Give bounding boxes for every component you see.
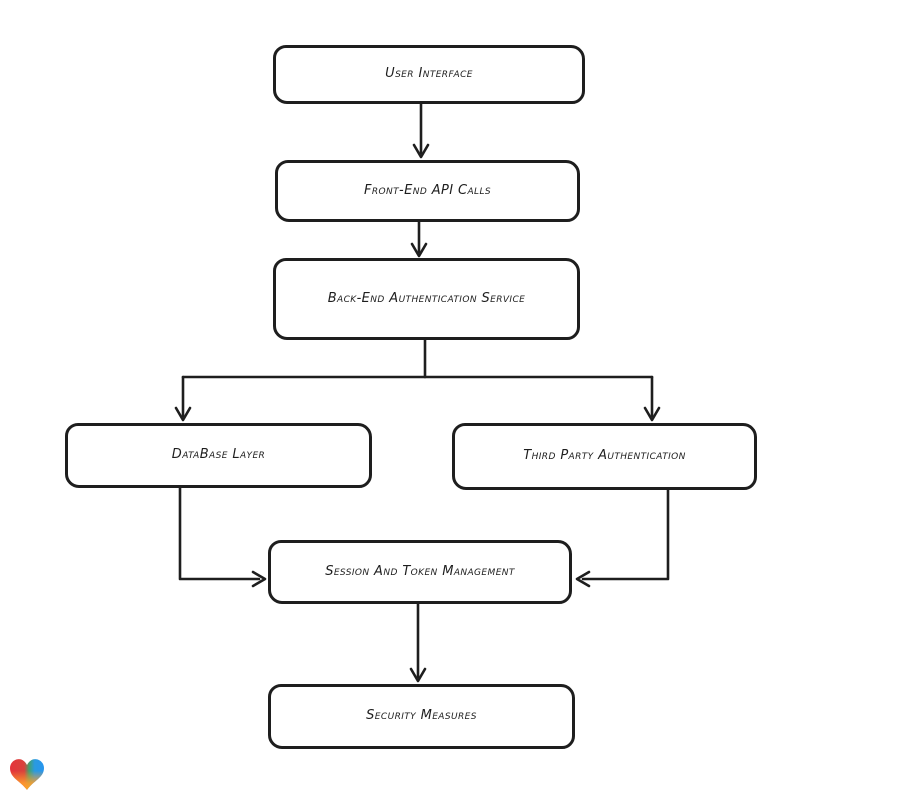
gradient-heart-icon <box>10 759 44 790</box>
node-third-party-authentication-label: Third Party Authentication <box>523 448 686 464</box>
node-front-end-api-calls: Front-End API Calls <box>275 160 580 222</box>
edge-database-to-session <box>178 486 267 588</box>
edge-frontend-to-backend <box>410 220 428 258</box>
node-database-layer: DataBase Layer <box>65 423 372 488</box>
node-security-measures: Security Measures <box>268 684 575 749</box>
edge-backend-to-database <box>174 338 654 422</box>
node-back-end-authentication-service-label: Back-End Authentication Service <box>327 290 526 306</box>
node-front-end-api-calls-label: Front-End API Calls <box>363 182 492 198</box>
edge-thirdparty-to-session <box>575 488 670 588</box>
edge-session-to-security <box>409 602 427 683</box>
node-security-measures-label: Security Measures <box>366 708 477 724</box>
node-third-party-authentication: Third Party Authentication <box>452 423 757 490</box>
node-database-layer-label: DataBase Layer <box>171 447 266 463</box>
edge-ui-to-frontend <box>412 102 430 159</box>
node-user-interface-label: User Interface <box>385 66 473 82</box>
heart-logo-badge[interactable] <box>10 758 44 791</box>
node-back-end-authentication-service: Back-End Authentication Service <box>273 258 580 340</box>
node-session-and-token-management-label: Session And Token Management <box>325 563 515 579</box>
node-session-and-token-management: Session And Token Management <box>268 540 572 604</box>
edge-backend-to-thirdparty <box>643 375 661 422</box>
node-user-interface: User Interface <box>273 45 585 104</box>
